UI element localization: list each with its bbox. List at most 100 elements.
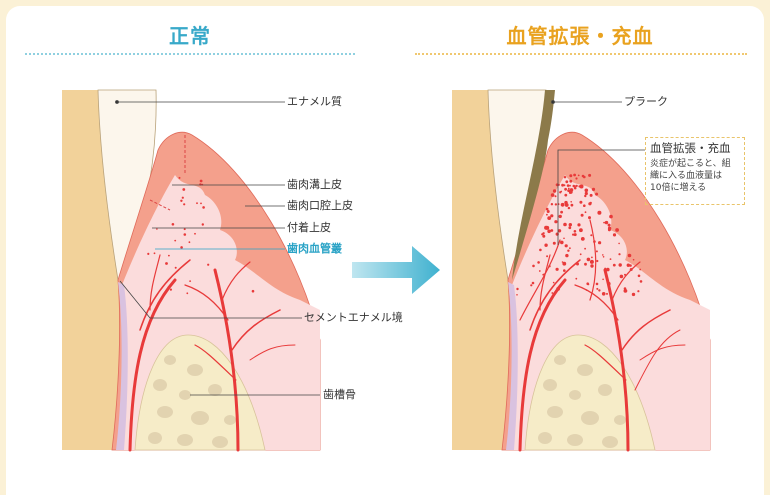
capillary-dot — [598, 241, 602, 245]
capillary-dot — [627, 253, 632, 258]
label-enamel: エナメル質 — [287, 95, 342, 108]
capillary-dot — [538, 270, 541, 272]
capillary-dot — [569, 184, 571, 187]
capillary-dot — [612, 263, 616, 267]
capillary-dot — [619, 274, 624, 279]
capillary-dot — [171, 223, 175, 226]
capillary-dot — [550, 193, 555, 197]
capillary-dot — [182, 188, 186, 191]
title-normal: 正常 — [169, 24, 211, 48]
capillary-dot — [199, 179, 203, 183]
capillary-dot — [596, 287, 599, 290]
capillary-dot — [590, 234, 593, 237]
capillary-dot — [579, 184, 584, 189]
capillary-dot — [606, 292, 608, 295]
label-junctional-epithelium: 付着上皮 — [287, 221, 331, 234]
inflamed-tooth-illustration — [450, 88, 712, 452]
capillary-dot — [612, 233, 617, 237]
capillary-dot — [544, 243, 548, 247]
capillary-dot — [584, 247, 586, 250]
capillary-dot — [566, 184, 570, 187]
capillary-dot — [573, 233, 577, 237]
capillary-dot — [623, 289, 628, 293]
capillary-dot — [562, 280, 566, 283]
capillary-dot — [543, 273, 546, 276]
capillary-dot — [147, 252, 150, 255]
capillary-dot — [602, 254, 604, 256]
capillary-dot — [564, 244, 568, 248]
callout-box: 血管拡張・充血 炎症が起こると、組 織に入る血液量は 10倍に増える — [645, 137, 745, 205]
capillary-dot — [180, 199, 183, 202]
title-inflamed: 血管拡張・充血 — [506, 24, 654, 48]
callout-line: 炎症が起こると、組 — [650, 159, 731, 169]
capillary-dot — [567, 187, 570, 190]
capillary-dot — [251, 289, 255, 293]
capillary-dot — [564, 187, 567, 191]
capillary-dot — [180, 246, 183, 249]
capillary-dot — [550, 214, 554, 218]
capillary-dot — [580, 213, 584, 217]
capillary-dot — [165, 262, 168, 265]
capillary-dot — [168, 254, 170, 257]
label-plaque: プラーク — [624, 95, 668, 108]
transition-arrow-icon — [352, 246, 440, 294]
capillary-dot — [569, 174, 573, 178]
capillary-dot — [567, 206, 571, 210]
capillary-dot — [552, 281, 555, 284]
capillary-dot — [546, 210, 550, 213]
capillary-dot — [573, 230, 577, 233]
capillary-dot — [575, 177, 578, 180]
capillary-dot — [560, 202, 565, 207]
capillary-dot — [563, 269, 566, 272]
capillary-dot — [201, 223, 204, 226]
capillary-dot — [583, 175, 586, 179]
capillary-dot — [568, 191, 572, 194]
label-sulcular-epithelium: 歯肉溝上皮 — [287, 178, 342, 191]
capillary-dot — [598, 289, 601, 292]
capillary-dot — [532, 264, 535, 268]
capillary-dot — [567, 249, 570, 252]
capillary-dot — [552, 189, 557, 193]
capillary-dot — [601, 292, 606, 296]
capillary-dot — [561, 183, 564, 187]
capillary-dot — [590, 264, 594, 268]
capillary-dot — [557, 229, 562, 233]
capillary-dot — [572, 184, 576, 188]
capillary-dot — [547, 216, 552, 221]
capillary-dot — [607, 281, 611, 286]
capillary-dot — [584, 191, 588, 196]
capillary-dot — [579, 228, 583, 233]
capillary-dot — [618, 253, 621, 256]
capillary-dot — [531, 281, 535, 285]
capillary-dot — [551, 292, 554, 294]
capillary-dot — [589, 259, 594, 264]
capillary-dot — [607, 223, 611, 227]
capillary-dot — [637, 274, 641, 278]
capillary-dot — [554, 195, 557, 198]
capillary-dot — [584, 262, 587, 266]
capillary-dot — [183, 228, 186, 231]
capillary-dot — [200, 202, 202, 205]
capillary-dot — [186, 292, 189, 295]
leader-lines — [115, 100, 645, 396]
capillary-dot — [202, 206, 205, 209]
capillary-dot — [639, 280, 643, 283]
capillary-dot — [554, 203, 558, 206]
capillary-dot — [556, 287, 560, 291]
capillary-dot — [618, 263, 622, 267]
divider-normal — [25, 53, 355, 55]
capillary-dot — [569, 247, 571, 250]
capillary-dot — [576, 262, 579, 266]
capillary-dot — [631, 292, 636, 297]
capillary-dot — [626, 263, 630, 267]
capillary-dot — [564, 193, 568, 197]
capillary-dot — [567, 189, 570, 193]
capillary-dot — [602, 278, 604, 281]
capillary-dot — [563, 222, 567, 227]
capillary-dot — [555, 267, 559, 271]
capillary-dot — [579, 253, 582, 256]
capillary-dot — [565, 180, 569, 184]
capillary-dot — [584, 188, 589, 193]
capillary-dot — [595, 282, 599, 286]
